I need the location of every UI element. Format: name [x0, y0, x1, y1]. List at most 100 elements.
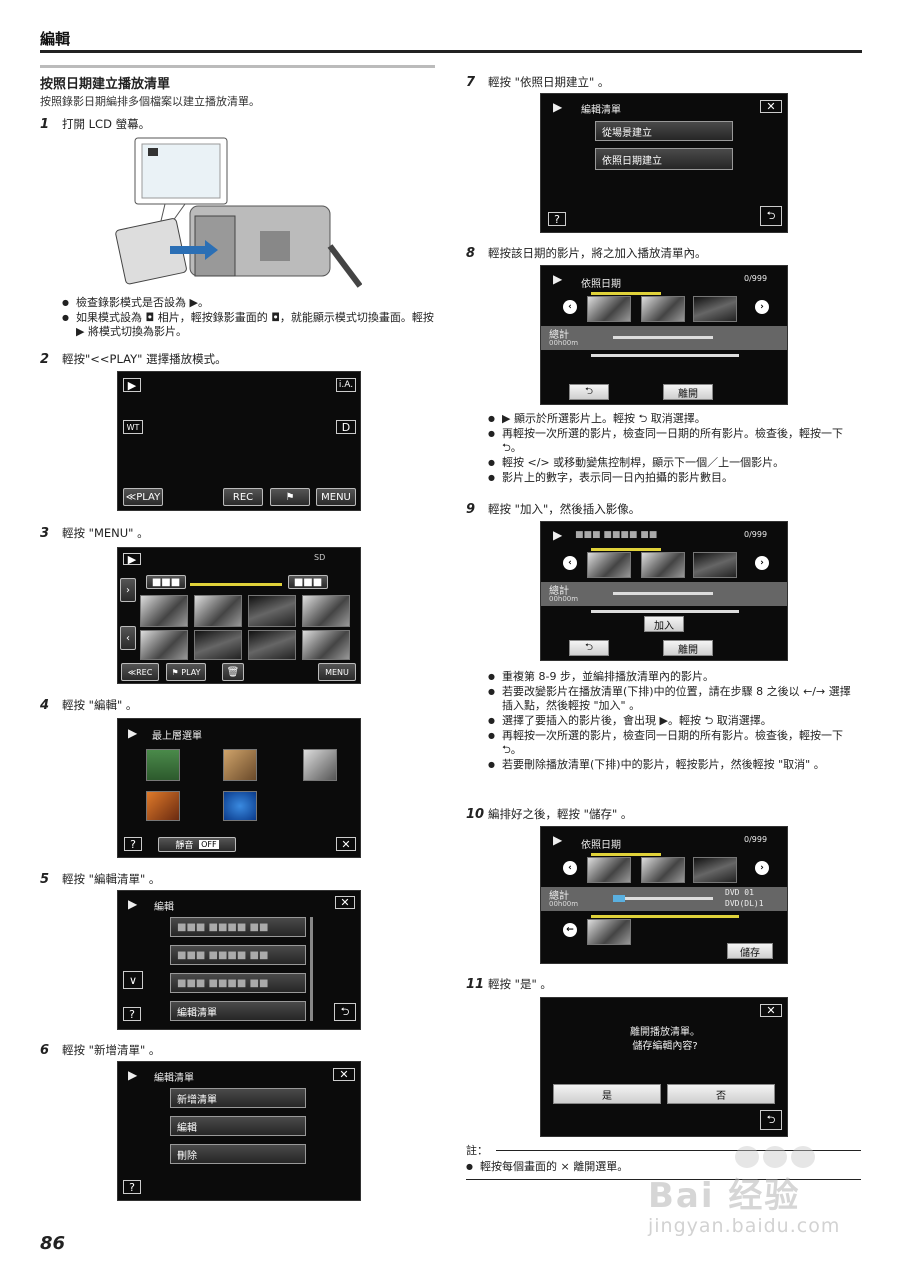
thumbnail[interactable]	[693, 857, 737, 883]
play-list-button[interactable]: ⚑ PLAY	[166, 663, 206, 681]
thumbnail[interactable]	[587, 552, 631, 578]
help-icon[interactable]: ?	[124, 837, 142, 851]
thumbnail[interactable]	[587, 296, 631, 322]
close-button[interactable]: 離開	[663, 384, 713, 400]
edit-list-item[interactable]: 編輯清單	[170, 1001, 306, 1021]
selection-bar	[591, 548, 661, 551]
close-icon[interactable]: ✕	[335, 896, 355, 909]
screen-create-list: ▶ 編輯清單 ✕ 從場景建立 依照日期建立 ? ⮌	[540, 93, 788, 233]
thumbnail[interactable]	[693, 552, 737, 578]
close-icon[interactable]: ✕	[333, 1068, 355, 1081]
chevron-down-icon[interactable]: ∨	[123, 971, 143, 989]
capacity-bar	[613, 592, 713, 595]
connection-menu-icon[interactable]	[223, 791, 257, 821]
thumbnail[interactable]	[248, 630, 296, 660]
close-icon[interactable]: ✕	[336, 837, 356, 851]
thumbnail[interactable]	[641, 552, 685, 578]
display-icon[interactable]: D	[336, 420, 356, 434]
step-1-bullets: 檢查錄影模式是否設為 ▶。 如果模式設為 ◘ 相片，輕按錄影畫面的 ◘，就能顯示…	[62, 296, 442, 340]
total-label: 總計	[549, 891, 569, 902]
display-menu-icon[interactable]	[146, 791, 180, 821]
rec-mode-button[interactable]: ≪REC	[121, 663, 159, 681]
help-icon[interactable]: ?	[548, 212, 566, 226]
thumbnail[interactable]	[641, 857, 685, 883]
rec-button[interactable]: REC	[223, 488, 263, 506]
date-slider[interactable]	[190, 583, 282, 586]
next-circle-icon[interactable]: ›	[755, 300, 769, 314]
new-list-item[interactable]: 新增清單	[170, 1088, 306, 1108]
create-by-date-item[interactable]: 依照日期建立	[595, 148, 733, 170]
add-button[interactable]: 加入	[644, 616, 684, 632]
next-arrow-icon[interactable]: ›	[120, 578, 136, 602]
back-icon[interactable]: ⮌	[569, 640, 609, 656]
thumbnail[interactable]	[693, 296, 737, 322]
thumbnail[interactable]	[302, 595, 350, 627]
create-from-scene-item[interactable]: 從場景建立	[595, 121, 733, 141]
thumbnail[interactable]	[641, 296, 685, 322]
thumbnail[interactable]	[140, 595, 188, 627]
thumbnail[interactable]	[194, 595, 242, 627]
screen-by-date: ▶ 依照日期 0/999 ‹ › 總計 00h00m ⮌ 離開	[540, 265, 788, 405]
close-icon[interactable]: ✕	[760, 100, 782, 113]
playlist-thumbnail[interactable]	[587, 919, 631, 945]
back-icon[interactable]: ⮌	[569, 384, 609, 400]
mute-button[interactable]: 靜音 OFF	[158, 837, 236, 852]
menu-button[interactable]: MENU	[318, 663, 356, 681]
close-button[interactable]: 離開	[663, 640, 713, 656]
back-icon[interactable]: ⮌	[760, 206, 782, 226]
save-button[interactable]: 儲存	[727, 943, 773, 959]
total-label: 總計	[549, 330, 569, 341]
edit-menu-item[interactable]: ■■■ ■■■■ ■■	[170, 973, 306, 993]
date-prev-button[interactable]: ■■■	[146, 575, 186, 589]
prev-arrow-icon[interactable]: ‹	[120, 626, 136, 650]
video-mode-icon[interactable]: ▶	[123, 553, 141, 566]
video-mode-icon[interactable]: ▶	[123, 378, 141, 392]
clip-count: 0/999	[744, 530, 768, 539]
close-icon[interactable]: ✕	[760, 1004, 782, 1017]
thumbnail[interactable]	[194, 630, 242, 660]
back-icon[interactable]: ⮌	[334, 1003, 356, 1021]
help-icon[interactable]: ?	[123, 1180, 141, 1194]
back-arrow-circle-icon[interactable]: ←	[563, 923, 577, 937]
header-rule	[40, 50, 862, 53]
play-button[interactable]: ≪PLAY	[123, 488, 163, 506]
edit-menu-icon[interactable]	[146, 749, 180, 781]
total-time: 00h00m	[549, 339, 579, 347]
edit-menu-item[interactable]: ■■■ ■■■■ ■■	[170, 945, 306, 965]
screen-insert: ▶ ■■■ ■■■■ ■■ 0/999 ‹ › 總計 00h00m 加入 ⮌ 離…	[540, 521, 788, 661]
video-camera-icon: ▶	[128, 1068, 138, 1082]
next-circle-icon[interactable]: ›	[755, 556, 769, 570]
delete-item[interactable]: 刪除	[170, 1144, 306, 1164]
thumbnail[interactable]	[140, 630, 188, 660]
next-circle-icon[interactable]: ›	[755, 861, 769, 875]
prev-circle-icon[interactable]: ‹	[563, 556, 577, 570]
trash-icon[interactable]: 🗑	[222, 663, 244, 681]
section-title: 按照日期建立播放清單	[40, 77, 171, 92]
prev-circle-icon[interactable]: ‹	[563, 861, 577, 875]
step-8-bullets: ▶ 顯示於所選影片上。輕按 ⮌ 取消選擇。 再輕按一次所選的影片，檢查同一日期的…	[488, 412, 858, 486]
back-icon[interactable]: ⮌	[760, 1110, 782, 1130]
flag-icon[interactable]: ⚑	[270, 488, 310, 506]
edit-item[interactable]: 編輯	[170, 1116, 306, 1136]
help-icon[interactable]: ?	[123, 1007, 141, 1021]
yes-button[interactable]: 是	[553, 1084, 661, 1104]
intelligent-auto-icon[interactable]: i.A.	[336, 378, 356, 392]
settings-menu-icon[interactable]	[303, 749, 337, 781]
confirm-message: 離開播放清單。 儲存編輯內容?	[630, 1027, 700, 1052]
scrollbar[interactable]	[310, 917, 313, 1021]
date-next-button[interactable]: ■■■	[288, 575, 328, 589]
prev-circle-icon[interactable]: ‹	[563, 300, 577, 314]
tools-menu-icon[interactable]	[223, 749, 257, 781]
thumbnail[interactable]	[302, 630, 350, 660]
thumbnail[interactable]	[587, 857, 631, 883]
edit-menu-item[interactable]: ■■■ ■■■■ ■■	[170, 917, 306, 937]
top-menu-title: 最上層選單	[152, 731, 202, 742]
zoom-wt-icon[interactable]: WT	[123, 420, 143, 434]
note-bullets: 輕按每個畫面的 × 離開選單。	[466, 1160, 856, 1175]
thumbnail[interactable]	[248, 595, 296, 627]
no-button[interactable]: 否	[667, 1084, 775, 1104]
menu-button[interactable]: MENU	[316, 488, 356, 506]
